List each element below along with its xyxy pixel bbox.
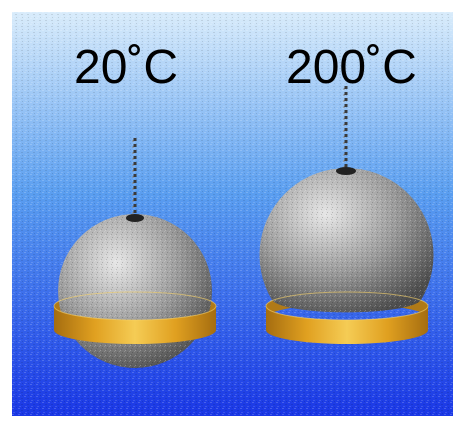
right-ball-hook	[336, 167, 356, 175]
right-chain	[343, 86, 348, 170]
hot-ball-assembly	[259, 86, 434, 344]
left-chain	[132, 138, 137, 218]
left-ring-top-edge	[53, 291, 217, 321]
right-ring-top-edge	[265, 291, 429, 321]
left-ball-hook	[126, 214, 144, 222]
right-ring-front	[266, 306, 428, 344]
cold-ball-assembly	[53, 138, 217, 368]
left-ball-texture	[58, 214, 212, 368]
right-ball-texture	[259, 168, 434, 313]
temperature-label-cold: 20˚C	[74, 41, 179, 94]
left-ring-front	[54, 306, 216, 344]
temperature-label-hot: 200˚C	[286, 41, 417, 94]
